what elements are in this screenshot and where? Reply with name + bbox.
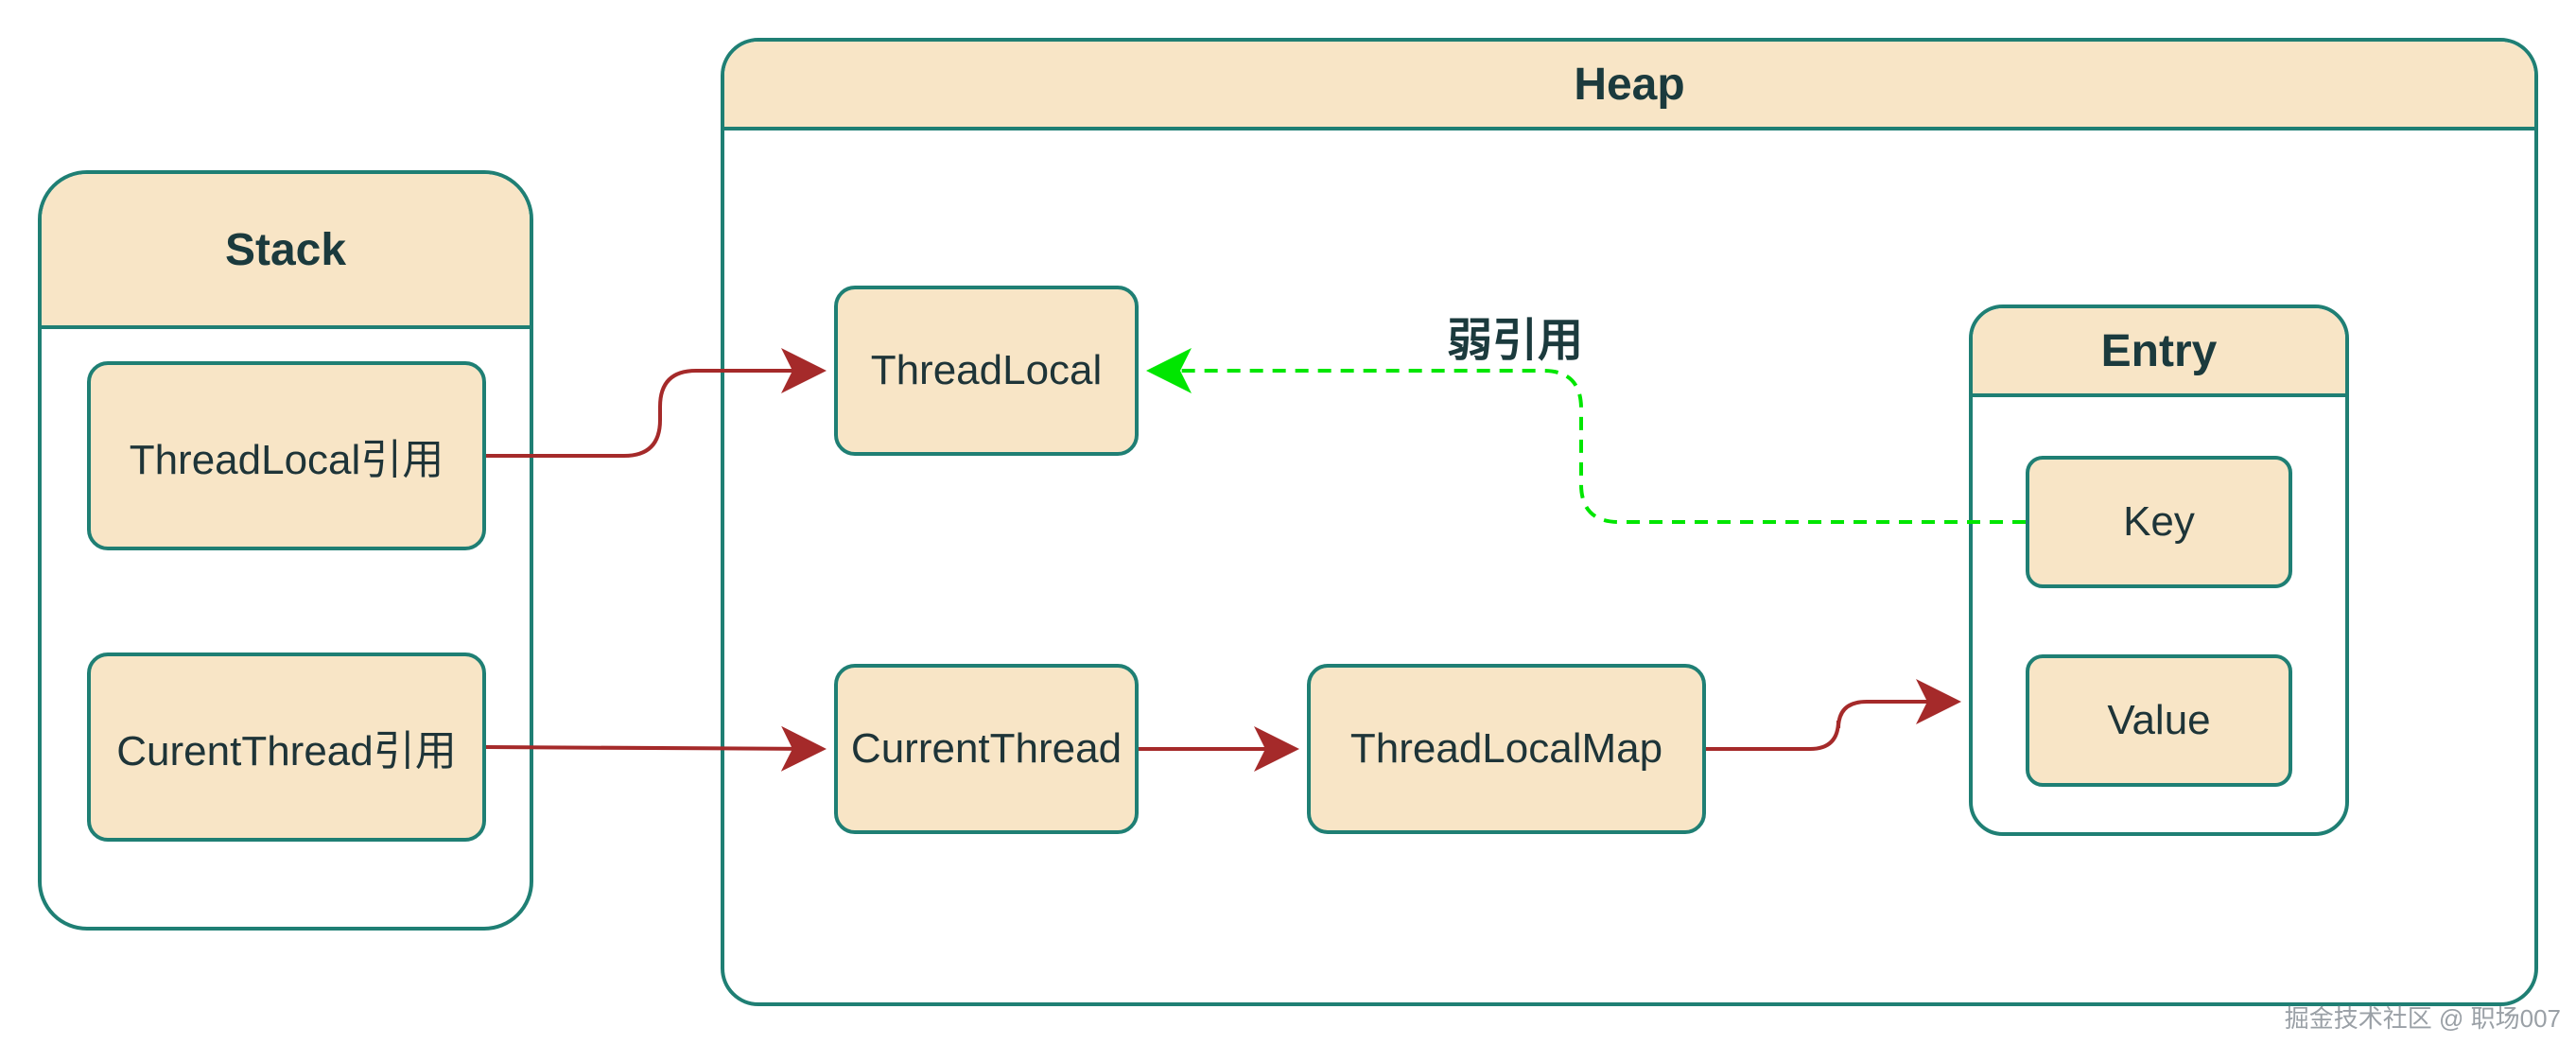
threadlocal-node: ThreadLocal (834, 286, 1139, 456)
key-node: Key (2026, 456, 2292, 588)
heap-header: Heap (724, 42, 2534, 130)
value-label: Value (2107, 697, 2211, 743)
threadlocal-label: ThreadLocal (870, 347, 1103, 393)
stack-header: Stack (42, 174, 530, 329)
threadlocalmap-node: ThreadLocalMap (1307, 664, 1706, 834)
heap-title: Heap (1574, 59, 1685, 110)
currentthread-ref-label: CurentThread引用 (116, 728, 457, 774)
key-label: Key (2123, 498, 2195, 545)
currentthread-label: CurrentThread (850, 725, 1123, 772)
entry-title: Entry (2100, 325, 2218, 376)
weak-ref-label: 弱引用 (1447, 316, 1584, 366)
watermark: 掘金技术社区 @ 职场007 (2284, 1004, 2561, 1033)
value-node: Value (2026, 654, 2292, 787)
threadlocal-ref-node: ThreadLocal引用 (87, 361, 486, 550)
currentthread-node: CurrentThread (834, 664, 1139, 834)
currentthread-ref-node: CurentThread引用 (87, 652, 486, 842)
threadlocalmap-label: ThreadLocalMap (1349, 725, 1663, 772)
threadlocal-ref-label: ThreadLocal引用 (129, 437, 444, 483)
stack-title: Stack (224, 224, 347, 275)
entry-header: Entry (1973, 308, 2345, 397)
